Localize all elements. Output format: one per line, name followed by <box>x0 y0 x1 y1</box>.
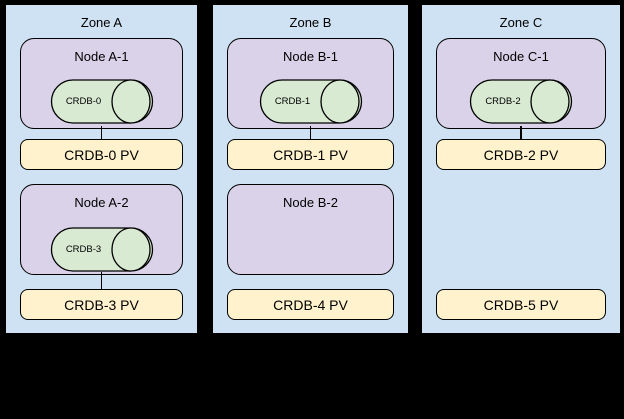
node-b2-label: Node B-2 <box>283 195 338 210</box>
crdb-0-pv-label: CRDB-0 PV <box>64 146 139 163</box>
crdb-0-pod-label: CRDB-0 <box>65 96 102 107</box>
zone-b-label: Zone B <box>289 15 332 30</box>
node-a1-label: Node A-1 <box>74 49 129 64</box>
node-b2: Node B-2 <box>227 184 394 275</box>
node-a2-label: Node A-2 <box>74 195 129 210</box>
cylinder-shape-icon <box>259 79 362 124</box>
crdb-1-pod-label: CRDB-1 <box>274 96 311 107</box>
crdb-2-pod-cylinder: CRDB-2 <box>469 79 573 124</box>
zone-a-label: Zone A <box>80 15 123 30</box>
crdb-3-pv-box: CRDB-3 PV <box>20 289 183 320</box>
crdb-1-pv-connector <box>309 126 312 139</box>
crdb-3-pod-cylinder: CRDB-3 <box>50 227 153 272</box>
crdb-0-pv-box: CRDB-0 PV <box>20 139 183 170</box>
crdb-4-pv-label: CRDB-4 PV <box>273 296 348 313</box>
cylinder-shape-icon <box>50 227 153 272</box>
zone-b: Zone B Node B-1 CRDB-1 CRDB-1 PV Node B-… <box>212 4 409 334</box>
cylinder-shape-icon <box>50 79 153 124</box>
crdb-2-pod-label: CRDB-2 <box>485 96 521 107</box>
node-a2: Node A-2 CRDB-3 <box>20 184 183 275</box>
crdb-3-pod-label: CRDB-3 <box>65 244 102 255</box>
crdb-5-pv-label: CRDB-5 PV <box>483 296 559 313</box>
crdb-3-pv-label: CRDB-3 PV <box>64 296 139 313</box>
crdb-1-pv-label: CRDB-1 PV <box>273 146 348 163</box>
crdb-2-pv-box: CRDB-2 PV <box>436 139 606 170</box>
crdb-1-pv-box: CRDB-1 PV <box>227 139 394 170</box>
cylinder-shape-icon <box>469 79 573 124</box>
node-b1-label: Node B-1 <box>283 49 338 64</box>
node-c1: Node C-1 CRDB-2 <box>436 38 606 129</box>
zone-a: Zone A Node A-1 CRDB-0 CRDB-0 PV Node A-… <box>5 4 198 334</box>
crdb-0-pod-cylinder: CRDB-0 <box>50 79 153 124</box>
zone-c-label: Zone C <box>499 15 543 30</box>
crdb-5-pv-box: CRDB-5 PV <box>436 289 606 320</box>
crdb-0-pv-connector <box>100 126 103 139</box>
node-c1-label: Node C-1 <box>493 49 549 64</box>
node-a1: Node A-1 CRDB-0 <box>20 38 183 129</box>
crdb-3-pv-connector <box>100 272 103 289</box>
crdb-4-pv-box: CRDB-4 PV <box>227 289 394 320</box>
crdb-2-pv-connector <box>520 126 522 139</box>
zone-c: Zone C Node C-1 CRDB-2 CRDB-2 PV CRDB-5 … <box>421 4 621 334</box>
crdb-1-pod-cylinder: CRDB-1 <box>259 79 362 124</box>
crdb-2-pv-label: CRDB-2 PV <box>483 146 559 163</box>
node-b1: Node B-1 CRDB-1 <box>227 38 394 129</box>
